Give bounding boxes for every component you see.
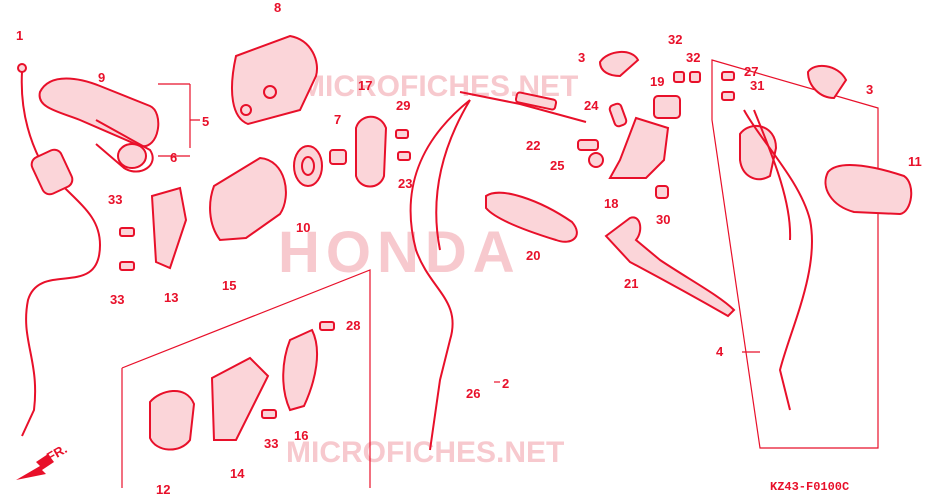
callout-23: 23: [398, 176, 412, 191]
throttle-grip-assembly: [38, 77, 160, 173]
callout-11: 11: [908, 154, 922, 169]
callout-15: 15: [222, 278, 236, 293]
callout-21: 21: [624, 276, 638, 291]
callout-32-a: 32: [668, 32, 682, 47]
callout-29: 29: [396, 98, 410, 113]
callout-2: 2: [502, 376, 509, 391]
switch-housing: [231, 34, 318, 126]
callout-16: 16: [294, 428, 308, 443]
leader-lines: [158, 83, 760, 383]
callout-32-b: 32: [686, 50, 700, 65]
callout-14: 14: [230, 466, 245, 481]
callout-9: 9: [98, 70, 105, 85]
clamp-16: [282, 328, 318, 412]
callout-10: 10: [296, 220, 310, 235]
callout-1: 1: [16, 28, 23, 43]
callout-3-right: 3: [866, 82, 873, 97]
callout-7: 7: [334, 112, 341, 127]
bolt-set: [119, 71, 735, 419]
callout-25: 25: [550, 158, 564, 173]
clutch-cable: [409, 91, 587, 451]
right-grip: [824, 164, 913, 216]
front-direction-marker: FR.: [16, 441, 70, 480]
callout-13: 13: [164, 290, 178, 305]
callout-17: 17: [358, 78, 372, 93]
cover-plate: [355, 115, 388, 188]
throttle-cable: [17, 63, 102, 437]
callout-33-b: 33: [110, 292, 124, 307]
callout-28: 28: [346, 318, 360, 333]
arrow-down-left-icon: [16, 454, 54, 480]
callout-22: 22: [526, 138, 540, 153]
callout-26: 26: [466, 386, 480, 401]
figure-code: KZ43-F0100C: [770, 480, 849, 494]
callout-12: 12: [156, 482, 170, 494]
callout-5: 5: [202, 114, 209, 129]
callout-19: 19: [650, 74, 664, 89]
roller-collar: [293, 145, 347, 187]
clutch-lever: [604, 216, 736, 318]
clamp-12: [149, 390, 196, 451]
grip-bands: [598, 51, 848, 100]
callout-3-left: 3: [578, 50, 585, 65]
kill-switch: [739, 109, 813, 411]
housing-lower: [209, 156, 287, 242]
clamp-14: [210, 356, 270, 441]
callout-33-a: 33: [108, 192, 122, 207]
assembly-frames: [121, 59, 879, 488]
callout-31: 31: [750, 78, 764, 93]
site-watermark-bottom: MICROFICHES.NET: [286, 436, 564, 469]
callout-labels: 1 2 3 3 4 5 6 7 8 9 10 11 12 13 14 15 16…: [16, 0, 922, 494]
callout-24: 24: [584, 98, 599, 113]
callout-27: 27: [744, 64, 758, 79]
callout-8: 8: [274, 0, 281, 15]
clamp-13: [150, 186, 188, 270]
lever-cover: [485, 191, 578, 243]
lever-holder: [577, 95, 681, 179]
callout-18: 18: [604, 196, 618, 211]
callout-33-c: 33: [264, 436, 278, 451]
callout-4: 4: [716, 344, 724, 359]
callout-30: 30: [656, 212, 670, 227]
callout-6: 6: [170, 150, 177, 165]
callout-20: 20: [526, 248, 540, 263]
brand-watermark: HONDA: [278, 220, 521, 285]
